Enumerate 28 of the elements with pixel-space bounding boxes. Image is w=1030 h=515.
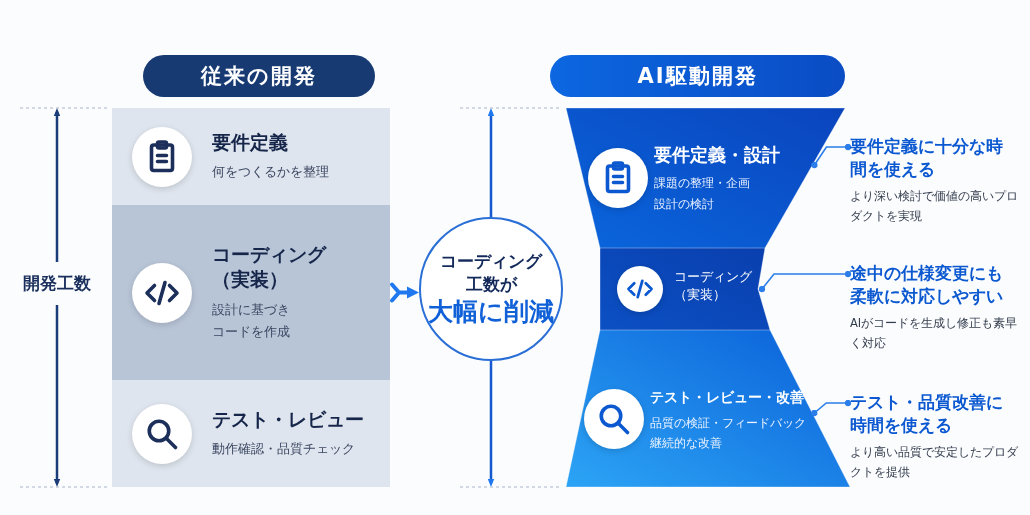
phase-description: 動作確認・品質チェック bbox=[212, 440, 356, 459]
header-pill: AI駆動開発 bbox=[550, 55, 845, 97]
benefit-title: 要件定義に十分な時間を使える bbox=[850, 136, 1004, 182]
phase-band bbox=[112, 108, 390, 205]
phase-title: コーディング（実装） bbox=[674, 267, 753, 304]
phase-title: テスト・レビュー bbox=[212, 406, 365, 432]
phase-title: テスト・レビュー・改善 bbox=[650, 387, 805, 407]
benefit-description: より高い品質で安定したプロダクトを提供 bbox=[850, 444, 1019, 481]
circle-text: コーディング工数が bbox=[439, 249, 544, 296]
leader-line bbox=[811, 399, 852, 417]
leader-line bbox=[811, 143, 852, 169]
phase-title: コーディング（実装） bbox=[212, 241, 328, 293]
phase-description: 何をつくるかを整理 bbox=[212, 163, 330, 182]
leader-line bbox=[758, 270, 852, 293]
phase-description: 課題の整理・企画設計の検討 bbox=[654, 175, 751, 213]
circle-emphasis: 大幅に削減 bbox=[427, 295, 555, 328]
header-pill: 従来の開発 bbox=[143, 55, 375, 97]
benefit-description: より深い検討で価値の高いプロダクトを実現 bbox=[850, 188, 1019, 225]
benefit-title: テスト・品質改善に時間を使える bbox=[850, 392, 1004, 438]
phase-band bbox=[112, 205, 390, 380]
phase-band bbox=[112, 380, 390, 487]
chevron-arrow bbox=[390, 282, 419, 303]
benefit-description: AIがコードを生成し修正も素早く対応 bbox=[850, 315, 1019, 352]
benefit-title: 途中の仕様変更にも柔軟に対応しやすい bbox=[850, 263, 1004, 309]
phase-description: 設計に基づきコードを作成 bbox=[212, 301, 291, 342]
phase-description: 品質の検証・フィードバック継続的な改善 bbox=[650, 414, 807, 452]
phase-title: 要件定義 bbox=[212, 129, 289, 155]
phase-title: 要件定義・設計 bbox=[654, 143, 781, 167]
